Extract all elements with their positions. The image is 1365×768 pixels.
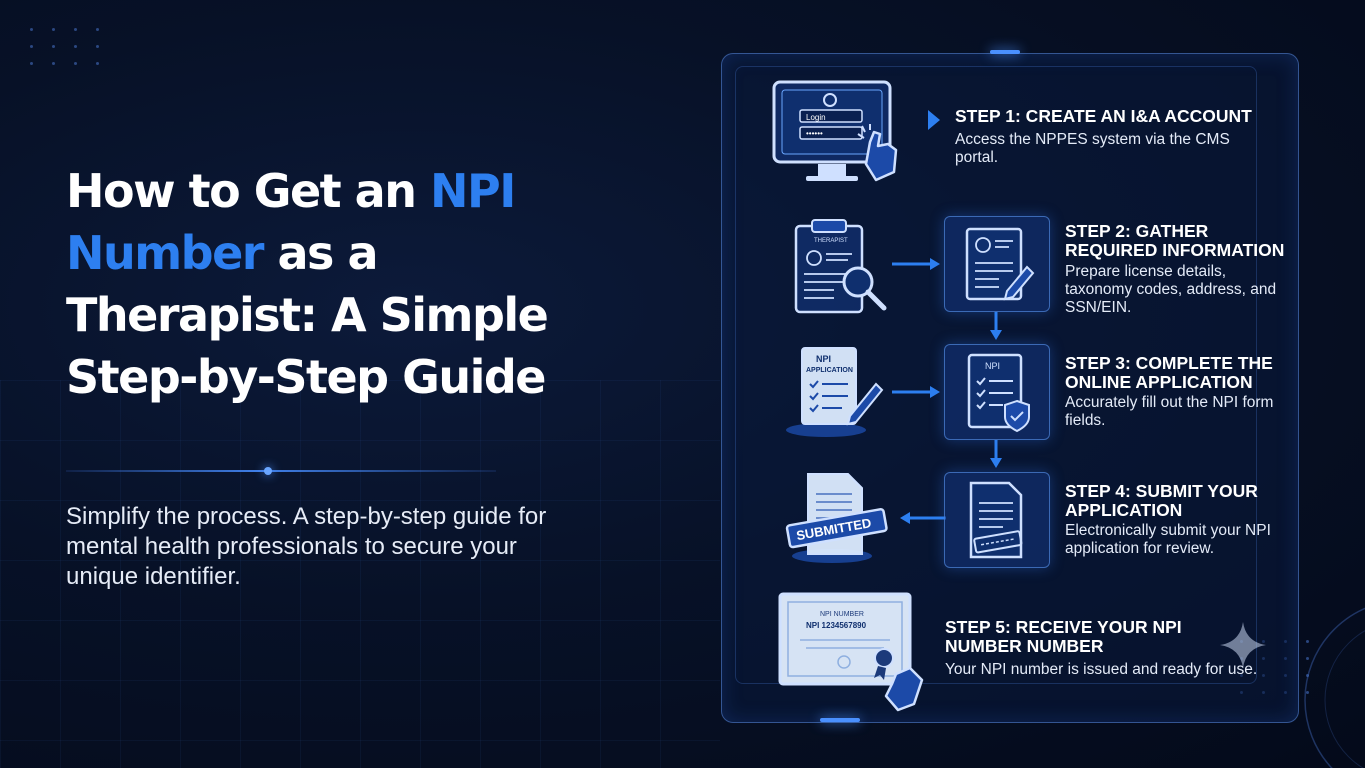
step-5-title: STEP 5: RECEIVE YOUR NPI NUMBER NUMBER: [945, 617, 1182, 656]
title-line3-text: Therapist: A Simple: [66, 288, 549, 342]
panel-glow-bottom: [820, 718, 860, 722]
step-4-title: STEP 4: SUBMIT YOUR APPLICATION: [1065, 481, 1258, 520]
stamped-document-icon: [969, 481, 1023, 559]
title-highlight-number: Number: [66, 226, 265, 280]
title-line1-text: How to Get an: [66, 164, 430, 218]
decorative-dots-top-left: [30, 28, 104, 65]
npi-certificate-icon: NPI NUMBER NPI 1234567890: [778, 592, 924, 712]
step-1-title: STEP 1: CREATE AN I&A ACCOUNT: [955, 106, 1252, 126]
steps-inner-panel: [735, 66, 1257, 684]
arrow-left-icon: [900, 512, 946, 524]
step-3-title: STEP 3: COMPLETE THE ONLINE APPLICATION: [1065, 353, 1273, 392]
npi-form-shield-icon: NPI: [967, 353, 1030, 433]
certificate-line-2: NPI 1234567890: [806, 621, 867, 630]
page-title: How to Get an NPI Number as a Therapist:…: [66, 160, 666, 408]
npi-form-label: NPI: [985, 361, 1000, 371]
title-line4-text: Step-by-Step Guide: [66, 350, 547, 404]
password-mask: ••••••: [806, 129, 823, 138]
title-highlight-npi: NPI: [429, 164, 516, 218]
step-1-desc: Access the NPPES system via the CMS port…: [955, 131, 1230, 166]
divider-glow-dot: [264, 467, 272, 475]
arrow-down-icon-2: [990, 440, 1002, 468]
step-5-desc: Your NPI number is issued and ready for …: [945, 661, 1258, 678]
clipboard-header: THERAPIST: [814, 238, 848, 244]
step-2-icon-box: [944, 216, 1050, 312]
step-2-desc: Prepare license details, taxonomy codes,…: [1065, 263, 1277, 316]
title-divider: [66, 470, 496, 472]
submitted-document-icon: SUBMITTED: [785, 473, 888, 563]
npi-application-label-1: NPI: [816, 354, 831, 364]
page-subtitle: Simplify the process. A step-by-step gui…: [66, 503, 547, 590]
npi-application-icon: NPI APPLICATION: [786, 347, 884, 437]
npi-application-label-2: APPLICATION: [806, 367, 853, 374]
title-line2-text: as a: [263, 226, 379, 280]
profile-document-icon: [965, 227, 1035, 301]
arrow-down-icon: [990, 312, 1002, 340]
decorative-arc: [1304, 607, 1365, 768]
step-3-icon-box: NPI: [944, 344, 1050, 440]
arrow-right-icon-2: [892, 386, 940, 398]
arrow-right-icon: [892, 258, 940, 270]
login-label: Login: [806, 113, 826, 122]
certificate-line-1: NPI NUMBER: [820, 611, 864, 618]
panel-glow-top: [990, 50, 1020, 54]
sparkle-icon: [1220, 622, 1266, 668]
step-2-title: STEP 2: GATHER REQUIRED INFORMATION: [1065, 221, 1285, 260]
login-monitor-icon: Login ••••••: [772, 80, 898, 182]
step-3-desc: Accurately fill out the NPI form fields.: [1065, 394, 1274, 429]
grid-background: [0, 380, 720, 768]
step1-pointer-icon: [928, 110, 940, 130]
step-4-icon-box: [944, 472, 1050, 568]
step-4-desc: Electronically submit your NPI applicati…: [1065, 522, 1271, 557]
clipboard-magnifier-icon: THERAPIST: [794, 219, 887, 314]
